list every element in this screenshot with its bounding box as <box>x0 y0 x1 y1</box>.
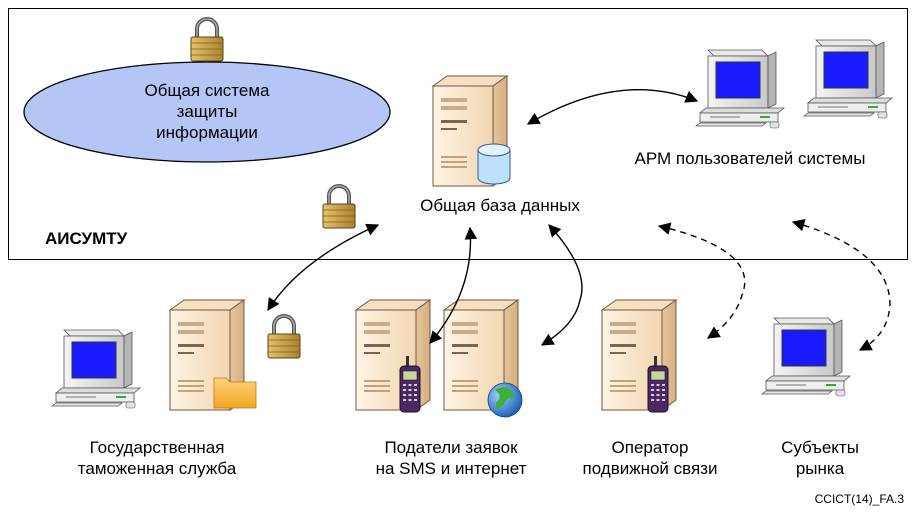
applicants-label: Податели заявок на SMS и интернет <box>351 437 551 479</box>
operator-label-line2: подвижной связи <box>582 459 718 478</box>
applicants-label-line2: на SMS и интернет <box>375 459 527 478</box>
operator-label: Оператор подвижной связи <box>550 437 750 479</box>
workstations-label: АРМ пользователей системы <box>634 149 866 168</box>
security-label-line3: информации <box>156 123 258 142</box>
db-operator-arrow <box>657 222 746 339</box>
folder-icon <box>213 377 257 409</box>
market-label: Субъекты рынка <box>720 437 912 479</box>
system-name-label: АИСУМТУ <box>45 229 128 248</box>
applicants-label-line1: Податели заявок <box>384 438 518 457</box>
market-label-line2: рынка <box>795 459 845 478</box>
db-applicants-web-arrow <box>540 224 583 346</box>
customs-label-line2: таможенная служба <box>77 459 237 478</box>
db-applicants-sms-arrow <box>429 226 478 344</box>
security-ellipse <box>23 61 391 163</box>
database-label: Общая база данных <box>420 196 580 215</box>
security-label-line2: защиты <box>176 102 238 121</box>
db-market-arrow <box>791 219 891 351</box>
db-workstations-arrow <box>526 88 699 125</box>
security-label-line1: Общая система <box>144 81 270 100</box>
security-system-label: Общая система защиты информации <box>107 80 307 143</box>
globe-icon <box>487 382 523 418</box>
market-label-line1: Субъекты <box>781 438 859 457</box>
db-customs-arrow <box>267 223 380 312</box>
figure-id: CCICT(14)_FA.3 <box>814 492 904 506</box>
operator-label-line1: Оператор <box>611 438 689 457</box>
database-cylinder-icon <box>477 143 511 185</box>
customs-label-line1: Государственная <box>89 438 225 457</box>
customs-label: Государственная таможенная служба <box>57 437 257 479</box>
